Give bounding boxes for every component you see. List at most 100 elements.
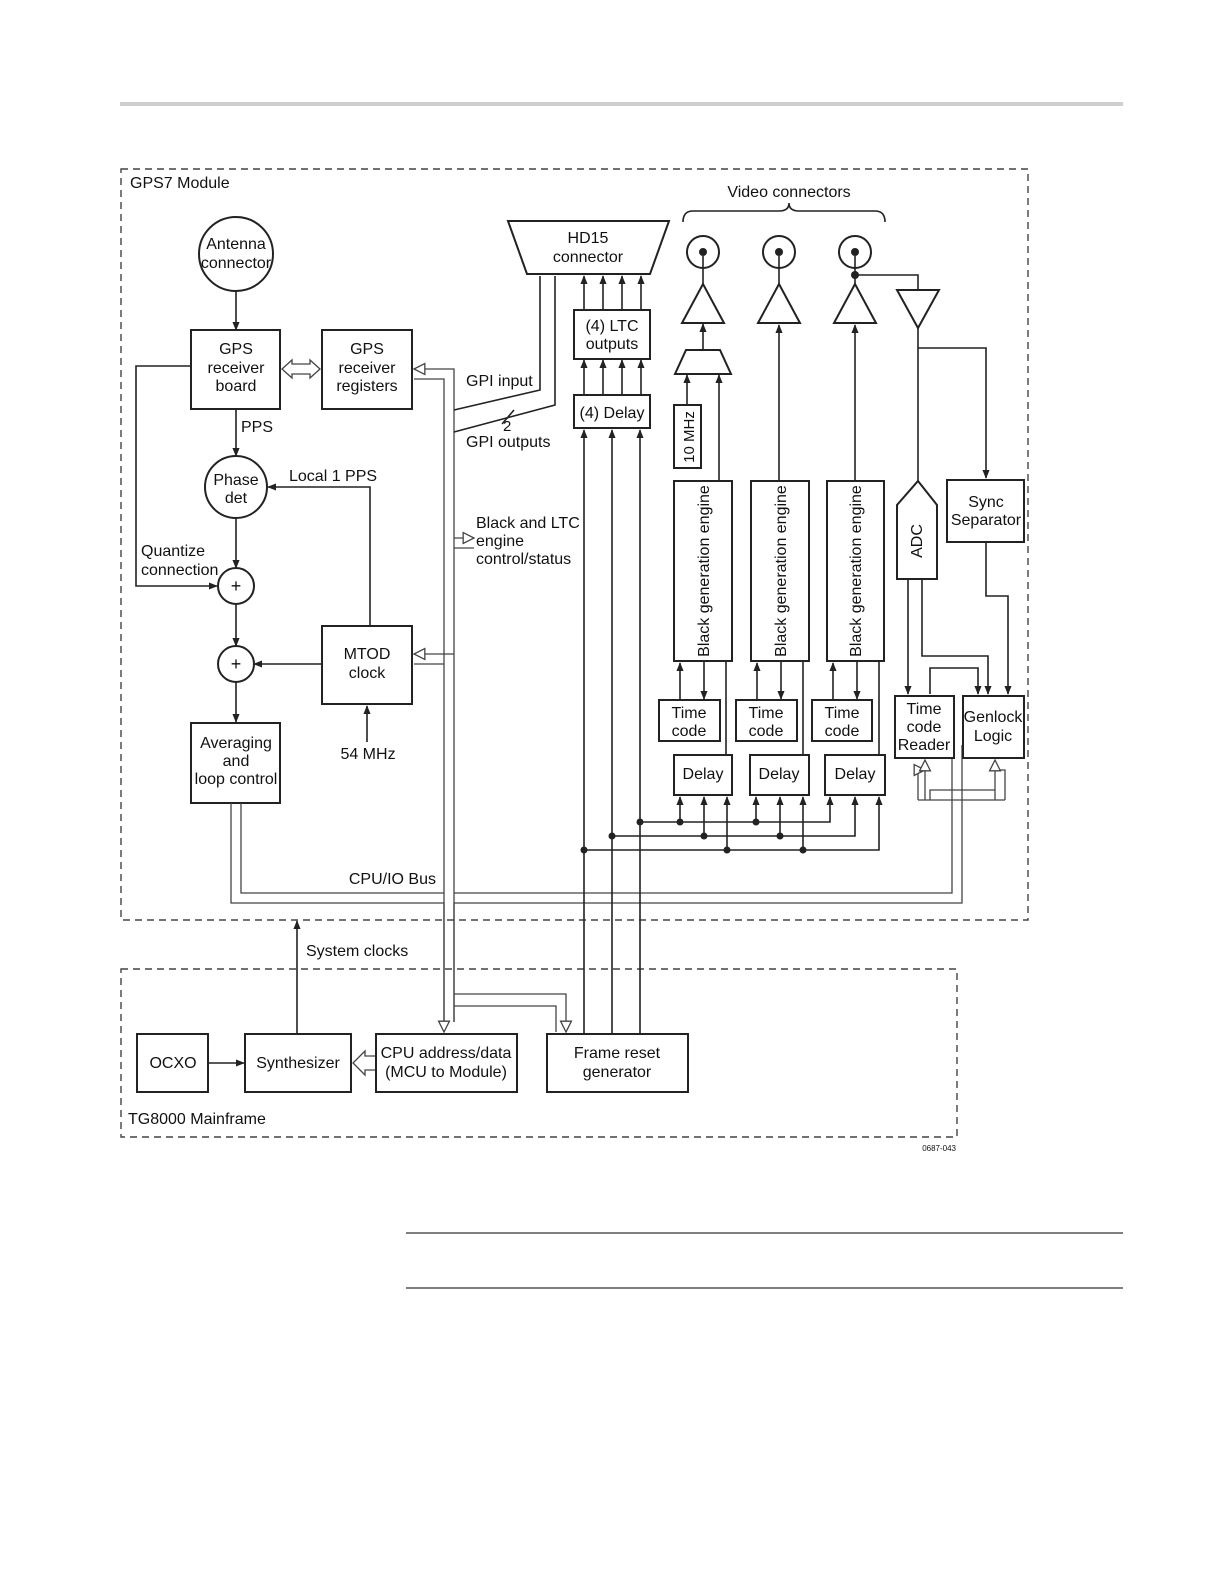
time-code-reader: [894, 695, 955, 759]
black-generation-engines: [673, 480, 885, 662]
delay-1-label: Delay: [683, 766, 724, 783]
mtod-label-1: MTOD: [344, 646, 391, 663]
averaging-loop-control: [190, 722, 281, 804]
cpu-label-2: (MCU to Module): [385, 1064, 507, 1081]
gps-regs-label-2: receiver: [339, 360, 397, 377]
mtod-label-2: clock: [349, 665, 386, 682]
timecode-3-label-1: Time: [825, 705, 860, 722]
local-pps-label: Local 1 PPS: [289, 468, 377, 485]
cpu-address-data: [375, 1033, 518, 1093]
phase-det-label-1: Phase: [213, 472, 258, 489]
delay-blocks: [673, 754, 886, 796]
delay-4: [573, 394, 651, 429]
frame-reset-label-2: generator: [583, 1064, 652, 1081]
time-code-blocks: [658, 699, 873, 742]
hd15-connector: [506, 220, 671, 275]
gpi-count-label: 2: [503, 418, 511, 435]
black-ltc-label-3: control/status: [476, 551, 571, 568]
mux: [673, 349, 733, 375]
pps-label: PPS: [241, 419, 273, 436]
tc-reader-label-1: Time: [907, 701, 942, 718]
mainframe-region: [120, 968, 958, 1138]
gpi-input-label: GPI input: [466, 373, 533, 390]
ltc-label-2: outputs: [586, 336, 638, 353]
gps7-module-region: [120, 168, 1029, 921]
timecode-1-label-1: Time: [672, 705, 707, 722]
sum-node-1-label: +: [231, 576, 242, 596]
cpu-to-synth-link: [352, 1049, 375, 1077]
ocxo: [136, 1033, 209, 1093]
frame-reset-label-1: Frame reset: [574, 1045, 661, 1062]
figure-id: 0687-043: [922, 1144, 956, 1153]
mhz10-box: [673, 404, 702, 469]
gps-board-label-2: receiver: [208, 360, 266, 377]
black-ltc-label-2: engine: [476, 533, 524, 550]
sync-separator: [946, 479, 1025, 543]
mhz54-label: 54 MHz: [340, 746, 395, 763]
hd15-label-2: connector: [553, 249, 624, 266]
gps-receiver-registers: [321, 329, 413, 410]
mhz10-label: 10 MHz: [681, 411, 698, 463]
synthesizer-label: Synthesizer: [256, 1055, 340, 1072]
timecode-1-label-2: code: [672, 723, 707, 740]
bge-label-1: Black generation engine: [696, 485, 713, 657]
ltc-arrows-up: [580, 275, 645, 395]
antenna-connector: [198, 216, 274, 292]
delay-2-label: Delay: [759, 766, 800, 783]
synthesizer: [244, 1033, 352, 1093]
tc-reader-label-2: code: [907, 719, 942, 736]
phase-det-label-2: det: [225, 490, 248, 507]
averaging-label-1: Averaging: [200, 735, 272, 752]
bnc-connectors: [686, 235, 872, 269]
mtod-clock: [321, 625, 413, 705]
averaging-label-2: and: [223, 753, 250, 770]
sum-node-2-label: +: [231, 654, 242, 674]
averaging-label-3: loop control: [195, 771, 278, 788]
gps-regs-label-3: registers: [336, 378, 397, 395]
gps-board-label-1: GPS: [219, 341, 253, 358]
video-connectors-brace: [682, 202, 886, 223]
tc-reader-label-3: Reader: [898, 737, 951, 754]
timecode-2-label-2: code: [749, 723, 784, 740]
delay-3-label: Delay: [835, 766, 876, 783]
ltc-label-1: (4) LTC: [585, 318, 638, 335]
video-amplifiers: [680, 256, 941, 331]
timecode-3-label-2: code: [825, 723, 860, 740]
bge-label-3: Black generation engine: [848, 485, 865, 657]
genlock-logic: [962, 695, 1025, 759]
ocxo-label: OCXO: [149, 1055, 196, 1072]
mainframe-label: TG8000 Mainframe: [128, 1111, 266, 1128]
reset-distribution: [580, 796, 883, 854]
gpi-outputs-label: GPI outputs: [466, 434, 551, 451]
adc-label: ADC: [909, 524, 926, 558]
adc: [896, 479, 938, 580]
genlock-label-2: Logic: [974, 728, 1012, 745]
gps7-module-label: GPS7 Module: [130, 175, 230, 192]
antenna-label-2: connector: [201, 255, 272, 272]
gps-regs-label-1: GPS: [350, 341, 384, 358]
board-register-link: [281, 358, 321, 380]
cpu-label-1: CPU address/data: [381, 1045, 512, 1062]
frame-reset-generator: [546, 1033, 689, 1093]
ltc-outputs: [573, 309, 651, 360]
quantize-label-2: connection: [141, 562, 218, 579]
cpu-io-bus-label: CPU/IO Bus: [349, 871, 436, 888]
sync-label-2: Separator: [951, 512, 1022, 529]
timecode-2-label-1: Time: [749, 705, 784, 722]
